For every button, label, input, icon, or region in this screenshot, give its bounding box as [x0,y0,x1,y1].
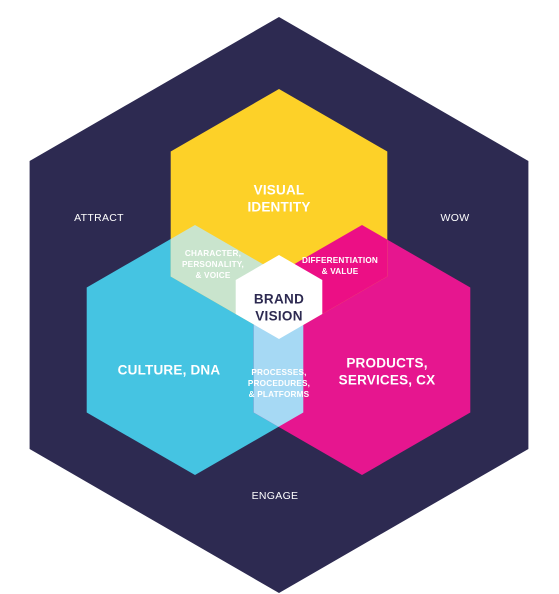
character-label-line1: CHARACTER, [185,249,241,258]
engage-label: ENGAGE [252,490,299,502]
products-label-line2: SERVICES, CX [339,373,436,388]
processes-label-line3: & PLATFORMS [249,390,310,399]
processes-label-line2: PROCEDURES, [248,379,310,388]
culture-dna-label: CULTURE, DNA [118,363,221,378]
differentiation-label-line1: DIFFERENTIATION [302,256,378,265]
wow-label: WOW [441,212,470,224]
brand-vision-label-line2: VISION [255,309,303,324]
character-label-line2: PERSONALITY, [182,260,244,269]
character-label-line3: & VOICE [195,271,230,280]
products-label-line1: PRODUCTS, [346,356,427,371]
processes-label-line1: PROCESSES, [251,368,306,377]
visual-identity-label-line2: IDENTITY [247,200,310,215]
visual-identity-label-line1: VISUAL [254,183,305,198]
brand-vision-label-line1: BRAND [254,292,304,307]
attract-label: ATTRACT [74,212,124,224]
differentiation-label-line2: & VALUE [322,267,359,276]
